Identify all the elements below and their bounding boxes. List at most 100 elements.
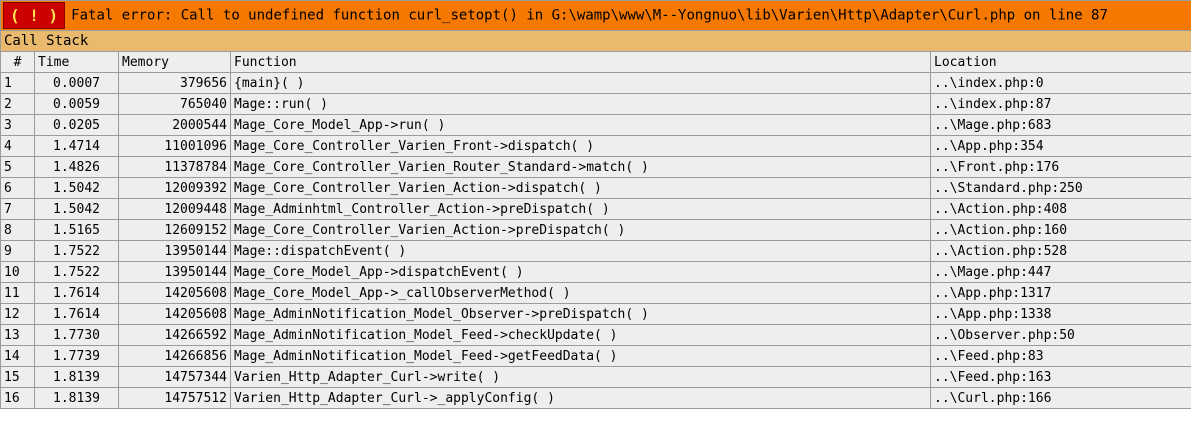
stack-location: ..\Feed.php:83: [929, 345, 1191, 367]
stack-memory: 12009392: [118, 177, 231, 199]
stack-time: 1.8139: [34, 366, 119, 388]
stack-memory: 14757512: [118, 387, 231, 409]
stack-function: Mage_Core_Model_App->run( ): [230, 114, 931, 136]
stack-memory: 14205608: [118, 282, 231, 304]
stack-time: 1.5165: [34, 219, 119, 241]
stack-number: 15: [0, 366, 35, 388]
stack-location: ..\Mage.php:447: [929, 261, 1191, 283]
column-header-memory: Memory: [118, 51, 231, 73]
stack-memory: 12009448: [118, 198, 231, 220]
stack-function: Mage::dispatchEvent( ): [230, 240, 931, 262]
stack-function: Varien_Http_Adapter_Curl->write( ): [230, 366, 931, 388]
stack-location: ..\Action.php:160: [929, 219, 1191, 241]
stack-number: 1: [0, 72, 35, 94]
stack-memory: 2000544: [118, 114, 231, 136]
column-header-function: Function: [230, 51, 931, 73]
stack-location: ..\App.php:1317: [929, 282, 1191, 304]
stack-memory: 379656: [118, 72, 231, 94]
stack-function: Mage_AdminNotification_Model_Feed->getFe…: [230, 345, 931, 367]
column-header-number: #: [0, 51, 35, 73]
stack-number: 4: [0, 135, 35, 157]
stack-location: ..\index.php:0: [929, 72, 1191, 94]
stack-location: ..\Action.php:528: [929, 240, 1191, 262]
stack-number: 6: [0, 177, 35, 199]
stack-time: 1.5042: [34, 198, 119, 220]
stack-location: ..\Front.php:176: [929, 156, 1191, 178]
xdebug-error-table: ( ! ) Fatal error: Call to undefined func…: [0, 0, 1191, 409]
stack-time: 1.7730: [34, 324, 119, 346]
stack-location: ..\Mage.php:683: [929, 114, 1191, 136]
stack-time: 1.7522: [34, 261, 119, 283]
error-message: Fatal error: Call to undefined function …: [71, 7, 1108, 24]
stack-memory: 13950144: [118, 261, 231, 283]
call-stack-title: Call Stack: [0, 30, 1191, 52]
stack-memory: 765040: [118, 93, 231, 115]
stack-function: Mage_AdminNotification_Model_Observer->p…: [230, 303, 931, 325]
stack-function: Mage_AdminNotification_Model_Feed->check…: [230, 324, 931, 346]
stack-number: 9: [0, 240, 35, 262]
stack-function: Mage::run( ): [230, 93, 931, 115]
stack-location: ..\App.php:354: [929, 135, 1191, 157]
stack-time: 0.0205: [34, 114, 119, 136]
stack-number: 8: [0, 219, 35, 241]
stack-function: Mage_Core_Controller_Varien_Router_Stand…: [230, 156, 931, 178]
stack-function: Mage_Core_Model_App->dispatchEvent( ): [230, 261, 931, 283]
stack-number: 7: [0, 198, 35, 220]
stack-time: 0.0007: [34, 72, 119, 94]
stack-memory: 13950144: [118, 240, 231, 262]
stack-memory: 14266856: [118, 345, 231, 367]
stack-time: 1.7739: [34, 345, 119, 367]
stack-number: 10: [0, 261, 35, 283]
stack-time: 1.7614: [34, 303, 119, 325]
stack-memory: 14266592: [118, 324, 231, 346]
stack-memory: 11378784: [118, 156, 231, 178]
stack-number: 14: [0, 345, 35, 367]
stack-location: ..\Action.php:408: [929, 198, 1191, 220]
stack-memory: 11001096: [118, 135, 231, 157]
stack-time: 1.7614: [34, 282, 119, 304]
stack-time: 1.7522: [34, 240, 119, 262]
stack-number: 5: [0, 156, 35, 178]
stack-time: 0.0059: [34, 93, 119, 115]
call-stack-title-row: Call Stack: [0, 30, 1191, 52]
stack-function: {main}( ): [230, 72, 931, 94]
stack-function: Mage_Core_Model_App->_callObserverMethod…: [230, 282, 931, 304]
stack-time: 1.4714: [34, 135, 119, 157]
stack-number: 16: [0, 387, 35, 409]
stack-function: Mage_Core_Controller_Varien_Front->dispa…: [230, 135, 931, 157]
stack-memory: 14205608: [118, 303, 231, 325]
error-header-row: ( ! ) Fatal error: Call to undefined func…: [0, 0, 1191, 31]
column-header-location: Location: [929, 51, 1191, 73]
stack-location: ..\App.php:1338: [929, 303, 1191, 325]
stack-number: 11: [0, 282, 35, 304]
stack-time: 1.4826: [34, 156, 119, 178]
stack-number: 3: [0, 114, 35, 136]
stack-function: Mage_Core_Controller_Varien_Action->preD…: [230, 219, 931, 241]
stack-function: Varien_Http_Adapter_Curl->_applyConfig( …: [230, 387, 931, 409]
stack-location: ..\Curl.php:166: [929, 387, 1191, 409]
stack-location: ..\Observer.php:50: [929, 324, 1191, 346]
error-message-cell: ( ! ) Fatal error: Call to undefined func…: [0, 0, 1191, 31]
error-badge-icon: ( ! ): [3, 2, 66, 29]
stack-memory: 12609152: [118, 219, 231, 241]
stack-time: 1.8139: [34, 387, 119, 409]
stack-number: 13: [0, 324, 35, 346]
stack-location: ..\Feed.php:163: [929, 366, 1191, 388]
stack-time: 1.5042: [34, 177, 119, 199]
